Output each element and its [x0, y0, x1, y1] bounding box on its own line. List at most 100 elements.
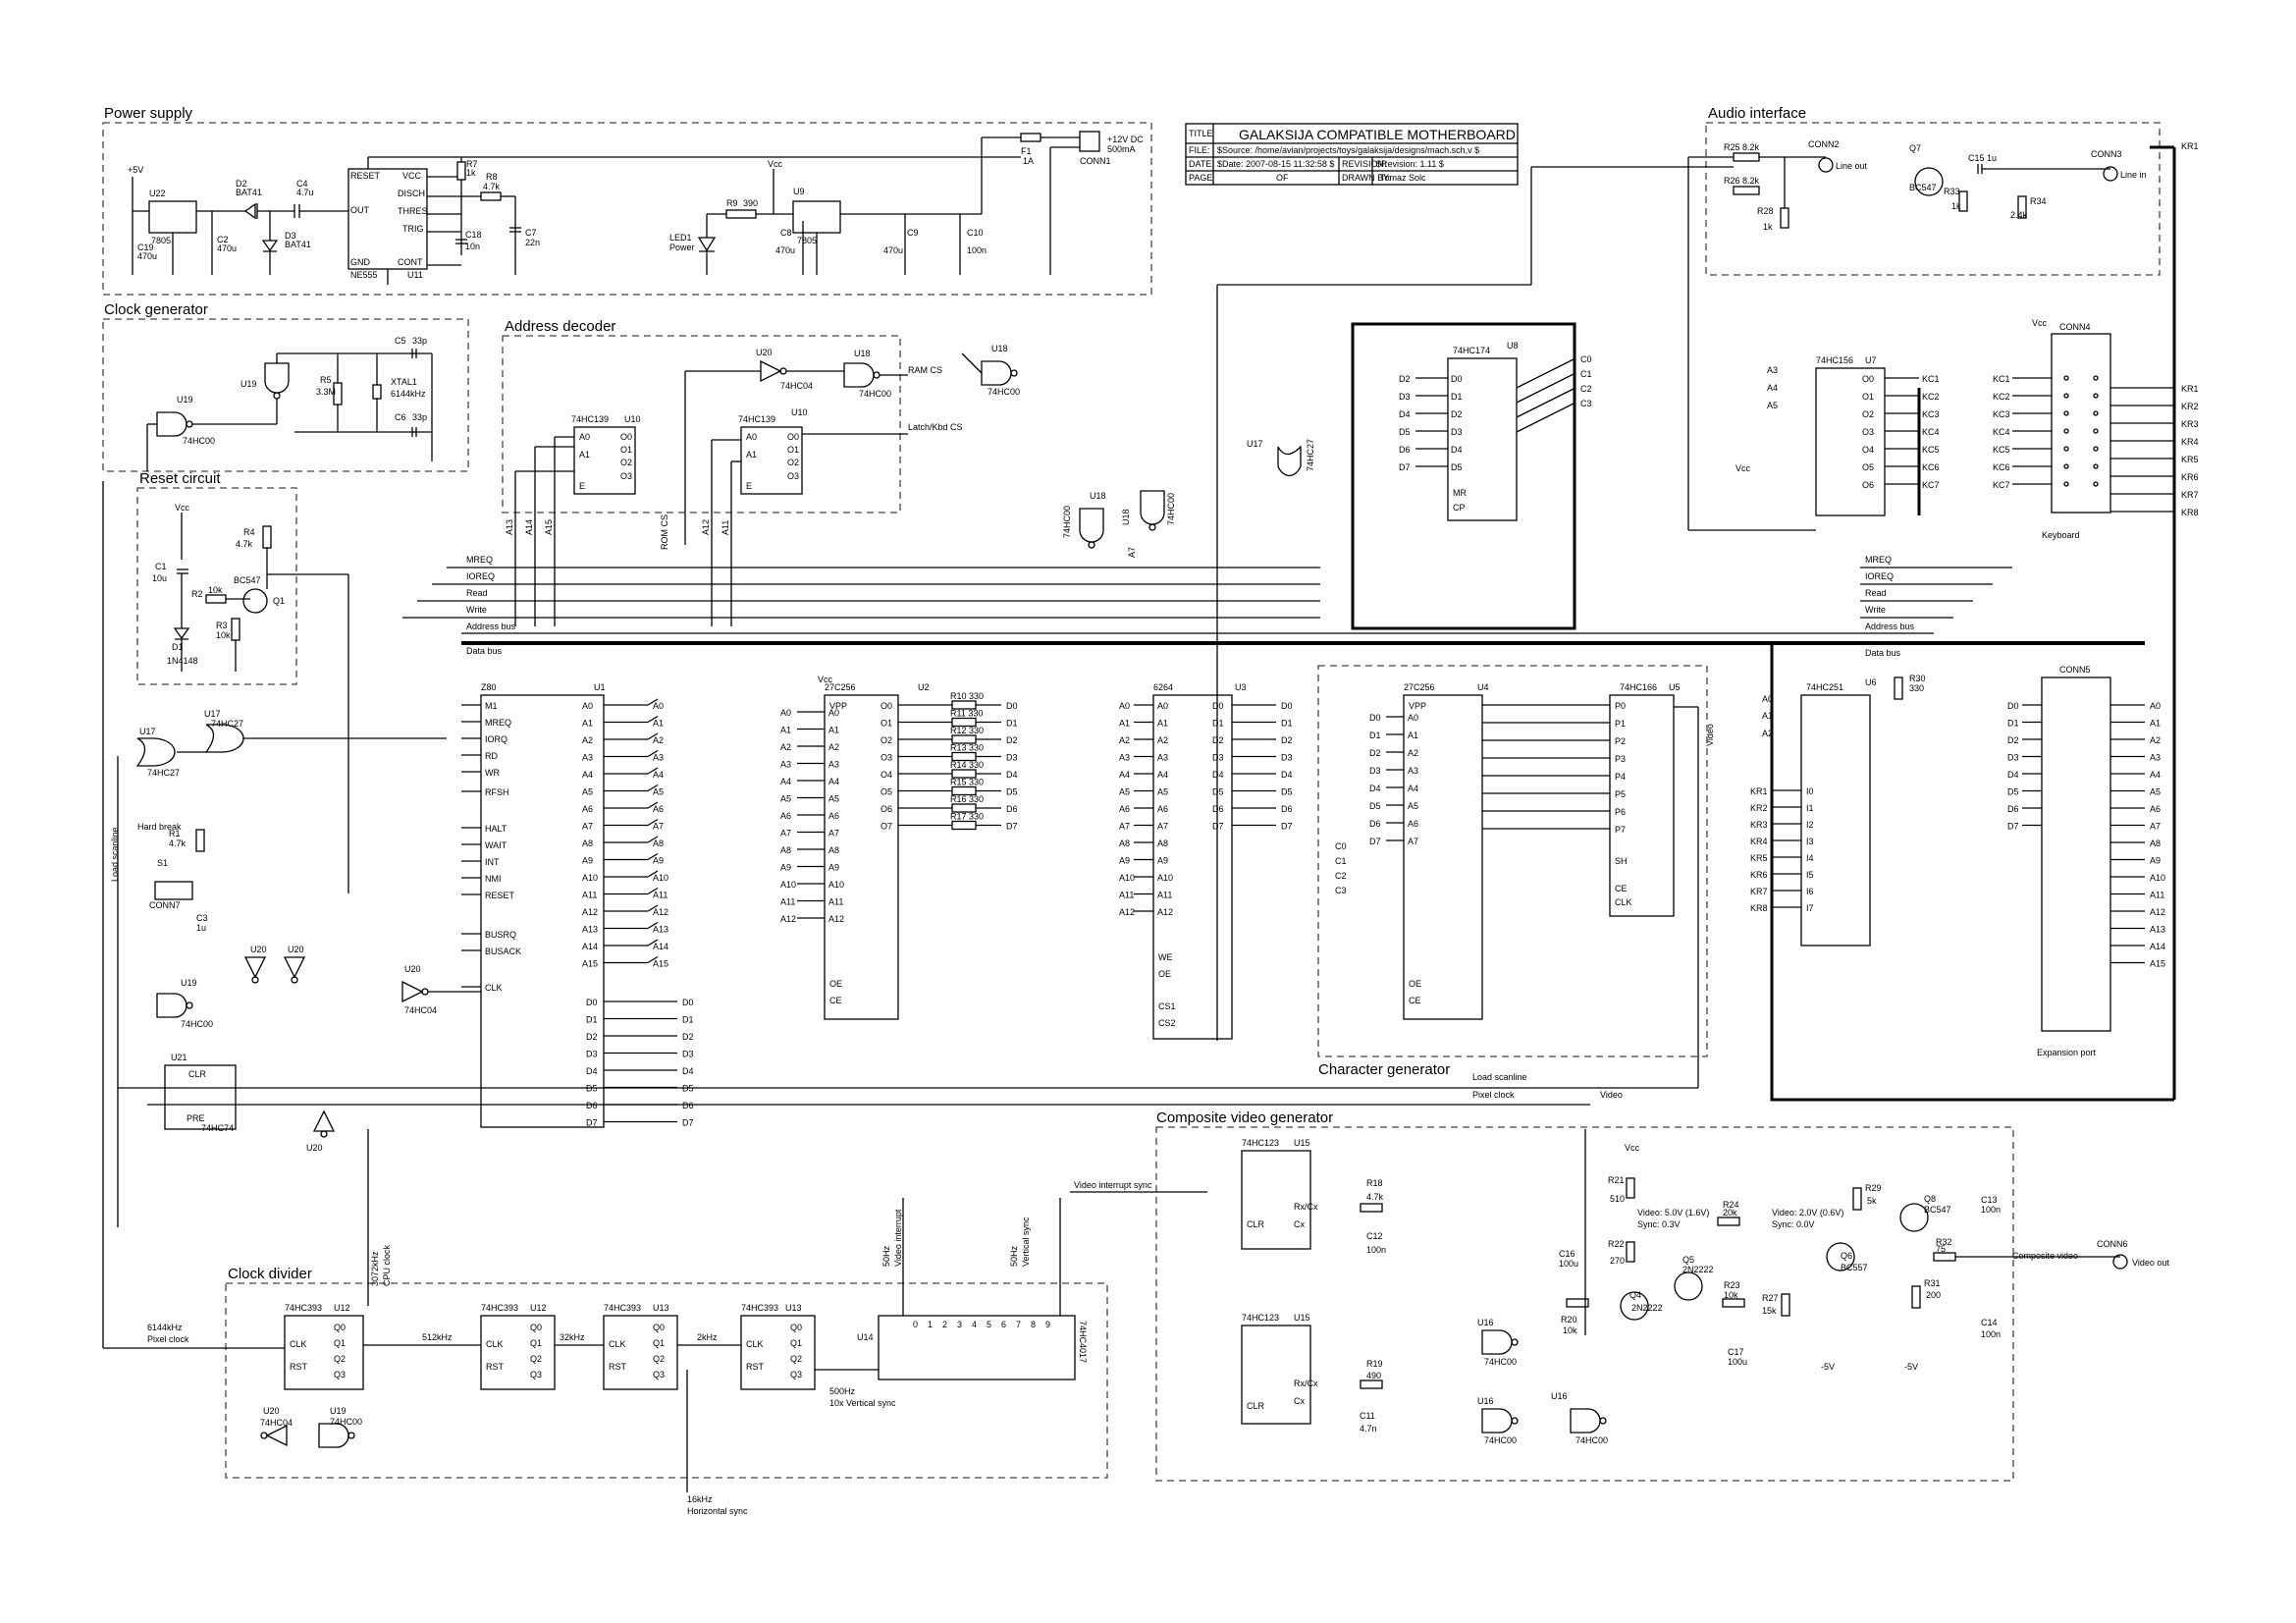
rom-data-pin: O6 [881, 804, 892, 814]
counter-pin: Q2 [334, 1354, 346, 1364]
z80-addr-pin: A15 [582, 959, 598, 969]
counter-pin: RST [290, 1362, 308, 1372]
rom-addr-pin: A11 [828, 897, 843, 907]
connector-pin [2093, 410, 2099, 416]
svg-text:Q6: Q6 [1841, 1251, 1852, 1261]
svg-text:Address bus: Address bus [1865, 622, 1915, 631]
svg-text:O3: O3 [787, 471, 799, 481]
ram-addr-net: A7 [1119, 822, 1130, 832]
svg-text:510: 510 [1610, 1194, 1625, 1204]
ram-addr-pin: A2 [1157, 735, 1168, 745]
svg-text:3.3M: 3.3M [316, 387, 336, 397]
svg-text:F1: F1 [1021, 146, 1032, 156]
kb-row-net: KR5 [2181, 455, 2199, 464]
svg-text:R27: R27 [1762, 1293, 1779, 1303]
mux-pin: I3 [1806, 837, 1814, 846]
svg-text:Video: Video [1600, 1090, 1623, 1100]
u22-regulator [148, 200, 197, 234]
kb-col-net: KC7 [1922, 480, 1940, 490]
exp-addr-net: A6 [2150, 804, 2161, 814]
svg-text:Video: 2.0V (0.6V): Video: 2.0V (0.6V) [1772, 1208, 1843, 1217]
svg-text:Hard break: Hard break [137, 822, 182, 832]
z80-cpu: Z80 U1 M1MREQIORQRDWRRFSHHALTWAITINTNMIR… [461, 682, 694, 1128]
svg-text:100n: 100n [967, 245, 987, 255]
svg-text:74HC00: 74HC00 [183, 436, 215, 446]
z80-addr-pin: A6 [582, 804, 593, 814]
connector-pin [2063, 463, 2069, 469]
svg-text:Q4: Q4 [1629, 1290, 1641, 1300]
svg-text:512kHz: 512kHz [422, 1332, 453, 1342]
svg-text:4.7u: 4.7u [296, 188, 314, 197]
svg-text:C5: C5 [395, 336, 406, 346]
svg-text:74HC139: 74HC139 [738, 414, 775, 424]
svg-text:R31: R31 [1924, 1278, 1941, 1288]
wire [647, 836, 659, 843]
rom-addr-net: A3 [780, 760, 791, 770]
svg-text:74HC00: 74HC00 [1484, 1357, 1517, 1367]
svg-text:U1: U1 [594, 682, 606, 692]
z80-pin-halt: HALT [485, 824, 507, 834]
svg-text:74HC04: 74HC04 [780, 381, 813, 391]
svg-text:1k: 1k [1763, 222, 1773, 232]
exp-addr-net: A8 [2150, 839, 2161, 848]
svg-text:U10: U10 [624, 414, 641, 424]
svg-text:CE: CE [829, 996, 842, 1005]
wire [647, 939, 659, 947]
exp-addr-net: A9 [2150, 856, 2161, 866]
cg-addr-pin: A4 [1408, 784, 1418, 793]
counter-pin: CLK [609, 1339, 626, 1349]
svg-text:OE: OE [1158, 969, 1171, 979]
rom-addr-net: A7 [780, 829, 791, 839]
counter-pin: Q3 [790, 1370, 802, 1380]
svg-text:U2: U2 [918, 682, 930, 692]
svg-text:74HC393: 74HC393 [741, 1303, 778, 1313]
rom-addr-net: A12 [780, 914, 796, 924]
cg-addr-net: D0 [1369, 713, 1381, 723]
z80-pin-nmi: NMI [485, 874, 502, 884]
rom-addr-net: A0 [780, 708, 791, 718]
rom-addr-net: A6 [780, 811, 791, 821]
svg-text:R24: R24 [1723, 1200, 1739, 1210]
svg-text:A13: A13 [505, 519, 514, 535]
svg-text:C9: C9 [907, 228, 919, 238]
svg-text:C2: C2 [1335, 871, 1347, 881]
svg-text:IOREQ: IOREQ [1865, 571, 1894, 581]
svg-text:470u: 470u [775, 245, 795, 255]
wire [647, 715, 659, 724]
svg-text:A3: A3 [1767, 365, 1778, 375]
of-label: OF [1276, 173, 1289, 183]
svg-text:U17: U17 [1247, 439, 1263, 449]
kb-conn-col: KC5 [1993, 445, 2010, 455]
svg-text:8.2k: 8.2k [1742, 142, 1760, 152]
cg-addr-net: D3 [1369, 766, 1381, 776]
svg-text:A5: A5 [1767, 401, 1778, 410]
title-label: TITLE [1189, 129, 1213, 138]
ram-data-pin: D6 [1212, 804, 1224, 814]
svg-text:R7: R7 [466, 159, 478, 169]
cg-addr-pin: A3 [1408, 766, 1418, 776]
series-resistor [951, 820, 977, 831]
svg-text:U20: U20 [250, 945, 267, 954]
connector-pin [2093, 393, 2099, 399]
svg-text:Video out: Video out [2132, 1258, 2169, 1268]
kb-decoder-pin: O3 [1862, 427, 1874, 437]
latch-c-net: C2 [1580, 384, 1592, 394]
wire [647, 870, 659, 878]
rom-addr-pin: A12 [828, 914, 844, 924]
svg-text:+5V: +5V [128, 165, 143, 175]
svg-text:SH: SH [1615, 856, 1628, 866]
svg-text:C6: C6 [395, 412, 406, 422]
svg-text:74HC27: 74HC27 [211, 719, 243, 729]
file-text: $Source: /home/avian/projects/toys/galak… [1217, 145, 1479, 155]
ram-addr-net: A1 [1119, 719, 1130, 729]
kb-col-net: KC6 [1922, 462, 1940, 472]
latch-d-pin: D5 [1451, 462, 1463, 472]
z80-data-net: D3 [682, 1050, 694, 1059]
svg-text:74HC4017: 74HC4017 [1078, 1321, 1088, 1363]
ram-addr-net: A4 [1119, 770, 1130, 780]
connector-pin [2063, 375, 2069, 381]
svg-text:U17: U17 [139, 727, 156, 736]
ram-addr-net: A9 [1119, 856, 1130, 866]
rom-addr-pin: A0 [828, 708, 839, 718]
